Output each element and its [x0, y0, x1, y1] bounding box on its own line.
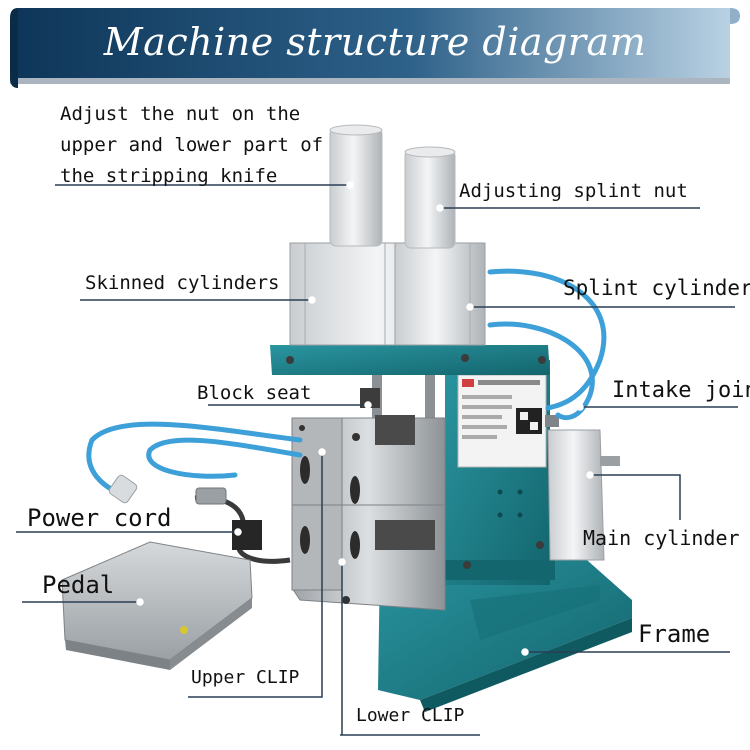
diagram-title: Machine structure diagram	[0, 20, 750, 64]
label-frame: Frame	[638, 622, 710, 646]
label-splint-cylinder: Splint cylinder	[563, 278, 750, 299]
label-pedal: Pedal	[42, 573, 114, 597]
label-lower-clip: Lower CLIP	[356, 707, 464, 725]
label-intake-joint: Intake joint	[612, 380, 750, 402]
splint-nut-cylinder	[405, 150, 455, 248]
label-adjusting-splint-nut: Adjusting splint nut	[459, 182, 688, 201]
label-block-seat: Block seat	[197, 384, 311, 403]
label-main-cylinder: Main cylinder	[583, 528, 740, 548]
label-adjust-nut: Adjust the nut on the upper and lower pa…	[60, 99, 340, 192]
label-upper-clip: Upper CLIP	[191, 669, 299, 687]
top-plate	[270, 345, 550, 375]
cylinder-block	[290, 243, 485, 345]
stripping-machine-illustration	[62, 125, 632, 712]
clip-assembly	[292, 415, 445, 610]
label-skinned-cylinders: Skinned cylinders	[85, 274, 279, 293]
leader-main-cylinder	[590, 475, 680, 520]
label-power-cord: Power cord	[27, 506, 172, 530]
main-body	[440, 360, 555, 585]
qr-code	[516, 408, 542, 434]
hose-connector	[108, 474, 139, 505]
